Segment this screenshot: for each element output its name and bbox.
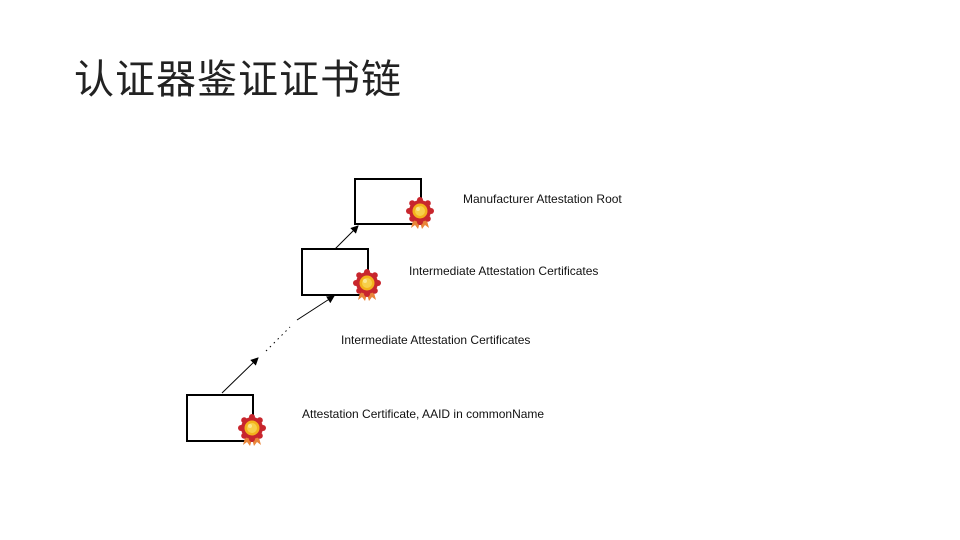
arrow-icon: [334, 225, 359, 250]
intermediate-gap-label: Intermediate Attestation Certificates: [341, 333, 531, 347]
root-certificate-label: Manufacturer Attestation Root: [463, 192, 622, 206]
slide-title: 认证器鉴证证书链: [74, 57, 402, 103]
leaf-certificate-box: [186, 394, 254, 442]
dotted-chain-link: [265, 326, 291, 352]
arrow-icon: [296, 295, 335, 321]
arrow-icon: [221, 357, 259, 394]
leaf-certificate-label: Attestation Certificate, AAID in commonN…: [302, 407, 545, 421]
intermediate-certificate-label: Intermediate Attestation Certificates: [409, 264, 599, 278]
certificate-seal-icon: [353, 269, 381, 301]
